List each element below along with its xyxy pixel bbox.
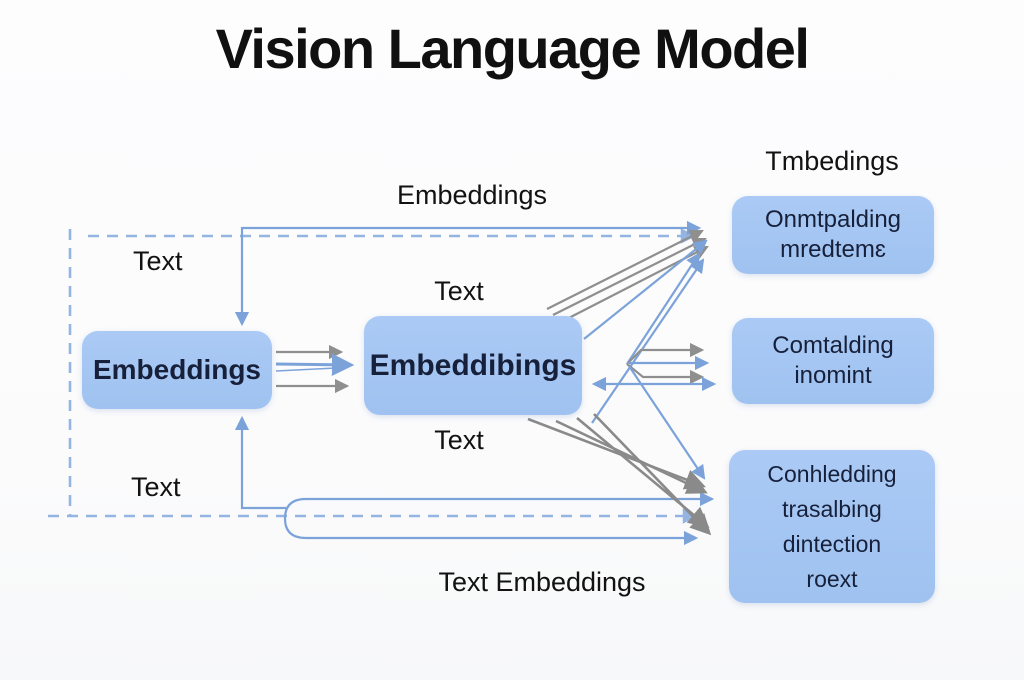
node-top-right: Onmtpalding mredtemɛ bbox=[732, 196, 934, 274]
node-bottom-right-line2: trasalbing bbox=[782, 495, 882, 522]
label-text-embeddings-bottom: Text Embeddings bbox=[438, 567, 646, 597]
node-middle-right-line1: Comtalding bbox=[772, 332, 894, 359]
label-text-middle-bottom: Text bbox=[434, 425, 484, 455]
node-top-right-line2: mredtemɛ bbox=[780, 236, 886, 263]
node-bottom-right-line1: Conhledding bbox=[767, 460, 897, 487]
node-top-right-line1: Onmtpalding bbox=[764, 206, 902, 233]
bottom-loop-arrows bbox=[234, 415, 715, 546]
page-title: Vision Language Model bbox=[215, 17, 810, 80]
middle-to-bottomright-fan bbox=[527, 365, 712, 536]
label-embeddings-top: Embeddings bbox=[396, 180, 548, 210]
label-tmbedings: Tmbedings bbox=[765, 146, 899, 176]
node-middle-right-line2: inomint bbox=[794, 362, 872, 389]
node-left-embeddings: Embeddings bbox=[82, 331, 272, 409]
node-middle-embeddibings: Embeddibings bbox=[364, 316, 582, 415]
dashed-region-and-arrows bbox=[48, 228, 699, 524]
node-bottom-right-line3: dintection bbox=[782, 530, 882, 557]
node-middle-label: Embeddibings bbox=[369, 348, 577, 382]
middle-right-arrows bbox=[591, 342, 717, 392]
label-text-middle-top: Text bbox=[434, 276, 484, 306]
left-to-middle-arrows bbox=[275, 344, 355, 394]
node-bottom-right: Conhledding trasalbing dintection roext bbox=[729, 450, 935, 603]
node-left-label: Embeddings bbox=[92, 354, 261, 385]
middle-to-topright-fan bbox=[546, 230, 709, 424]
label-text-top-left: Text bbox=[133, 246, 183, 276]
top-elbow-arrows bbox=[234, 220, 702, 327]
node-middle-right: Comtalding inomint bbox=[732, 318, 934, 404]
node-bottom-right-line4: roext bbox=[806, 565, 858, 592]
label-text-bottom-left: Text bbox=[131, 472, 181, 502]
